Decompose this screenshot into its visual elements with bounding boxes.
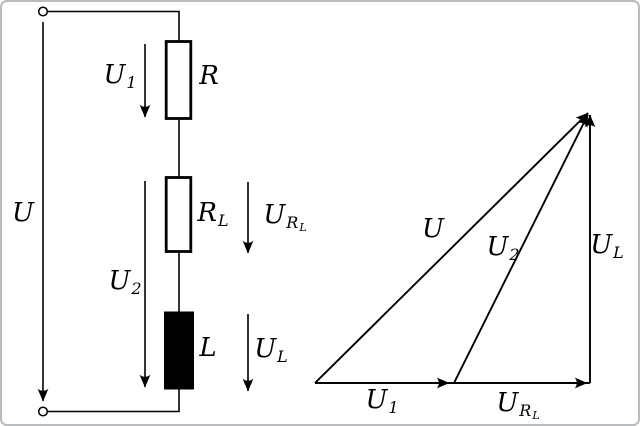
label-resistor-rl: RL: [197, 198, 229, 230]
label-resistor-r: R: [199, 61, 219, 91]
resistor-rl-body: [164, 176, 193, 253]
phasor-label-ul: UL: [590, 230, 624, 262]
resistor-r-body: [164, 40, 193, 120]
inductor-l-body: [164, 311, 194, 390]
phasor-label-u2: U2: [486, 232, 520, 264]
label-inductor-l: L: [199, 333, 217, 363]
phasor-label-u: U: [422, 214, 444, 244]
label-u2: U2: [108, 266, 142, 298]
label-u1: U1: [103, 60, 137, 92]
phasor-diagram: [314, 112, 596, 389]
label-source-voltage-u: U: [12, 198, 34, 228]
terminal-top-icon: [37, 6, 49, 17]
wire-bottom: [47, 389, 180, 413]
terminal-bottom-icon: [37, 406, 49, 417]
label-url: URL: [263, 200, 307, 234]
wire-top: [47, 10, 180, 41]
phasor-label-url: URL: [496, 388, 540, 422]
phasor-arrow-u2: [453, 114, 589, 384]
label-ul: UL: [254, 334, 288, 366]
phasor-label-u1: U1: [365, 385, 399, 417]
phasor-arrow-u: [314, 112, 589, 384]
circuit: [37, 6, 254, 417]
